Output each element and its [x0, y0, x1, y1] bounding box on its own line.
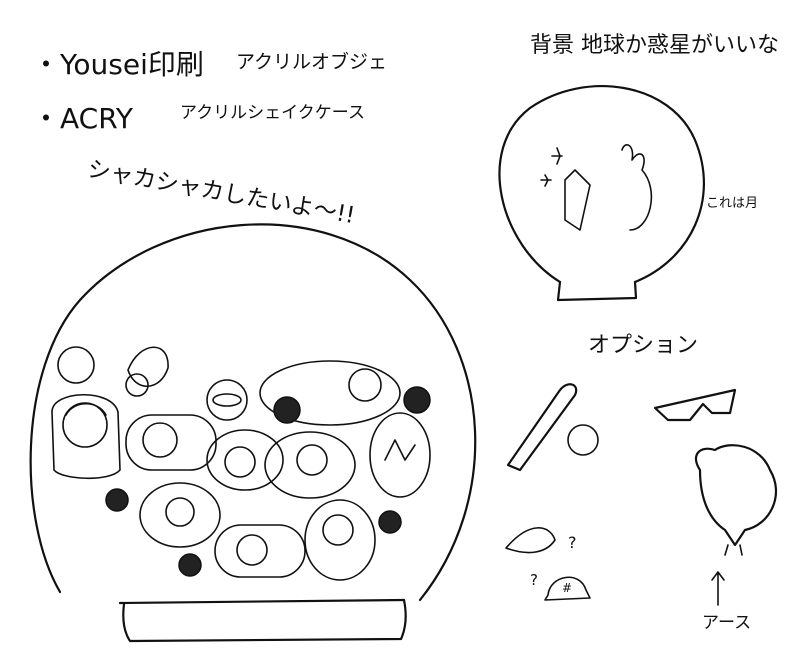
turtle-shell-mark: #: [562, 581, 572, 595]
turtle-question-mark: ?: [530, 571, 538, 589]
moon-shaker-drawing: [498, 85, 705, 302]
charm-chibi: [125, 414, 217, 471]
moon-shaker-dome: [498, 85, 705, 284]
marble-dark: [178, 553, 202, 577]
sunglasses-icon: [653, 388, 737, 422]
earth-label: アース: [702, 613, 751, 633]
shaker-dome: [29, 223, 477, 602]
charm-chibi: [214, 524, 306, 578]
charm-chibi: [206, 429, 284, 491]
arrow-up-icon: [711, 571, 725, 606]
option-baseball-bat: [506, 383, 599, 472]
option-sunglasses: [653, 388, 737, 422]
baseball-icon: [567, 424, 599, 456]
charm-chibi: [369, 412, 431, 498]
charm-chibi: [259, 360, 401, 426]
charm-leaf: [125, 346, 169, 397]
charm-chibi: [51, 394, 121, 480]
note-line1-product: アクリルオブジェ: [236, 50, 387, 73]
option-turtle: [544, 576, 591, 601]
charm-chibi: [304, 499, 376, 581]
marble-dark: [105, 488, 129, 512]
marble-dark: [273, 396, 301, 424]
option-chicken-earth: [694, 444, 778, 606]
note-line2-brand: ・ACRY: [32, 102, 134, 135]
marble-dark: [403, 386, 431, 414]
moon-rocket: [564, 169, 591, 231]
acrylic-shaker-drawing: [29, 223, 477, 643]
charm-planet-saturn: [206, 379, 248, 421]
chicken-legs: [724, 544, 743, 556]
moon-note: これは月: [706, 196, 758, 211]
shake-caption: シャカシャカしたいよ〜!!: [85, 156, 356, 229]
note-line1-brand: ・Yousei印刷: [32, 48, 204, 81]
marble-dark: [378, 510, 402, 534]
fish-icon: [505, 527, 556, 554]
note-line2-product: アクリルシェイクケース: [180, 103, 365, 123]
chicken-icon: [694, 444, 778, 547]
moon-sparkles: [540, 147, 563, 187]
charm-chibi: [264, 431, 356, 499]
shaker-base: [122, 598, 407, 643]
background-title: 背景 地球か惑星がいいな: [530, 33, 779, 58]
fish-question-mark: ?: [568, 533, 577, 552]
option-fish: [505, 527, 556, 554]
moon-bunny: [621, 144, 653, 231]
options-title: オプション: [588, 333, 698, 358]
charm-round-face: [57, 346, 95, 384]
shaker-base-top: [118, 598, 406, 605]
moon-shaker-base: [556, 280, 638, 302]
bat-icon: [506, 383, 578, 472]
turtle-icon: [544, 576, 591, 601]
charm-chibi: [139, 482, 221, 548]
